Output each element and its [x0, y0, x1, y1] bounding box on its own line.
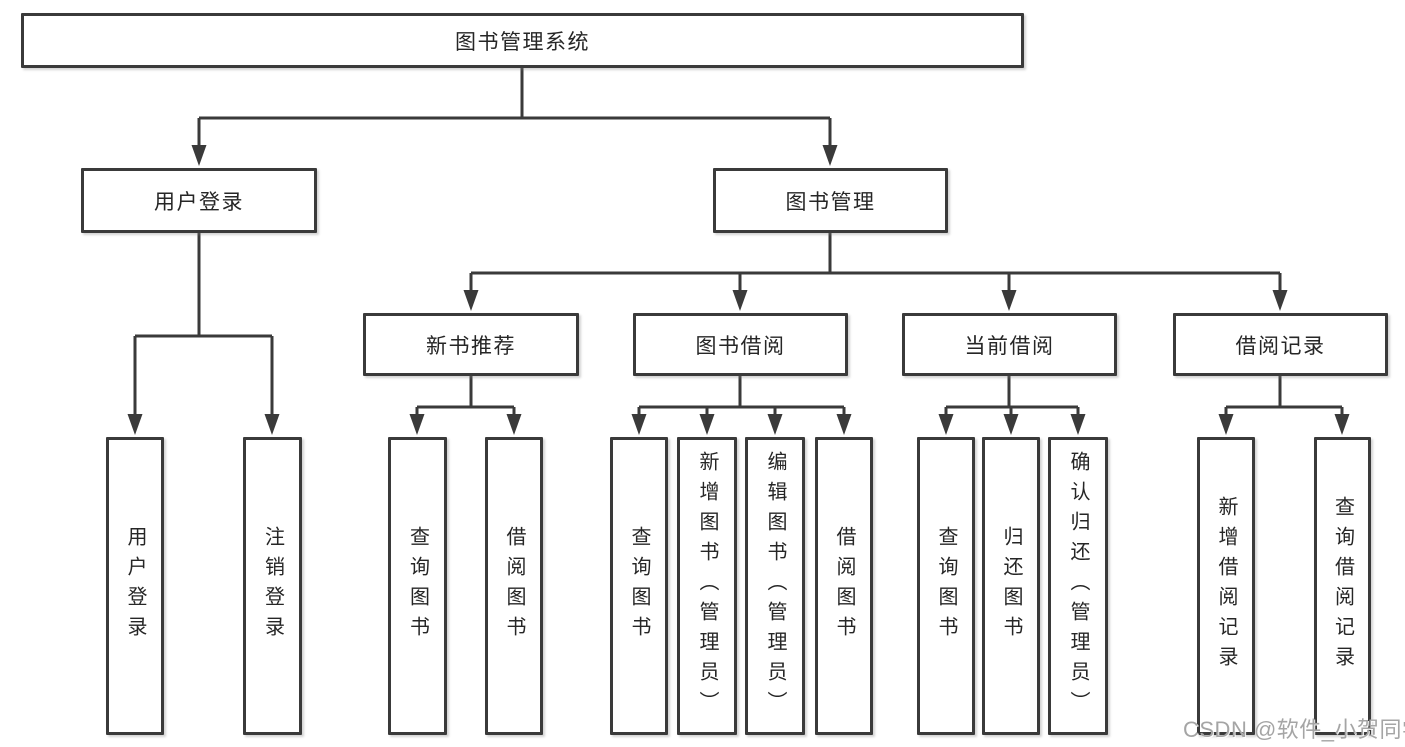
node-new-book-recommend: 新书推荐	[363, 313, 579, 376]
node-book-borrow: 图书借阅	[633, 313, 848, 376]
node-label: 编辑图书（管理员）	[764, 451, 786, 721]
node-label: 注销登录	[261, 526, 284, 646]
leaf-borrow-books: 借阅图书	[485, 437, 543, 735]
node-label: 借阅图书	[503, 526, 525, 646]
node-label: 查询图书	[628, 526, 650, 646]
node-label: 图书借阅	[695, 334, 786, 358]
node-label: 归还图书	[1000, 526, 1022, 646]
csdn-watermark: CSDN @软件_小贺同学	[1183, 717, 1405, 742]
node-label: 借阅记录	[1235, 334, 1326, 358]
node-label: 新增图书（管理员）	[696, 451, 718, 721]
node-label: 新书推荐	[426, 334, 516, 358]
leaf-logout: 注销登录	[243, 437, 302, 735]
leaf-return-books: 归还图书	[982, 437, 1040, 735]
node-label: 查询借阅记录	[1331, 496, 1354, 676]
node-label: 查询图书	[406, 526, 429, 646]
leaf-query-borrow-record: 查询借阅记录	[1314, 437, 1371, 735]
leaf-query-books: 查询图书	[610, 437, 668, 735]
leaf-add-borrow-record: 新增借阅记录	[1197, 437, 1255, 735]
arrowhead-icons	[127, 145, 1350, 435]
leaf-query-books: 查询图书	[388, 437, 447, 735]
node-book-management-system: 图书管理系统	[21, 13, 1024, 68]
node-label: 用户登录	[124, 526, 146, 646]
leaf-query-books: 查询图书	[917, 437, 975, 735]
node-label: 确认归还（管理员）	[1067, 451, 1089, 721]
leaf-edit-book-admin: 编辑图书（管理员）	[745, 437, 805, 735]
leaf-add-book-admin: 新增图书（管理员）	[677, 437, 737, 735]
node-borrow-records: 借阅记录	[1173, 313, 1388, 376]
leaf-confirm-return-admin: 确认归还（管理员）	[1048, 437, 1108, 735]
leaf-borrow-books: 借阅图书	[815, 437, 873, 735]
node-label: 新增借阅记录	[1215, 496, 1237, 676]
node-label: 用户登录	[154, 190, 244, 214]
node-label: 图书管理系统	[455, 30, 590, 54]
node-book-management: 图书管理	[713, 168, 948, 233]
node-label: 借阅图书	[833, 526, 855, 646]
leaf-user-login: 用户登录	[106, 437, 164, 735]
node-label: 当前借阅	[964, 334, 1055, 358]
node-label: 图书管理	[785, 190, 876, 214]
node-current-borrow: 当前借阅	[902, 313, 1117, 376]
node-user-login: 用户登录	[81, 168, 317, 233]
node-label: 查询图书	[935, 526, 957, 646]
